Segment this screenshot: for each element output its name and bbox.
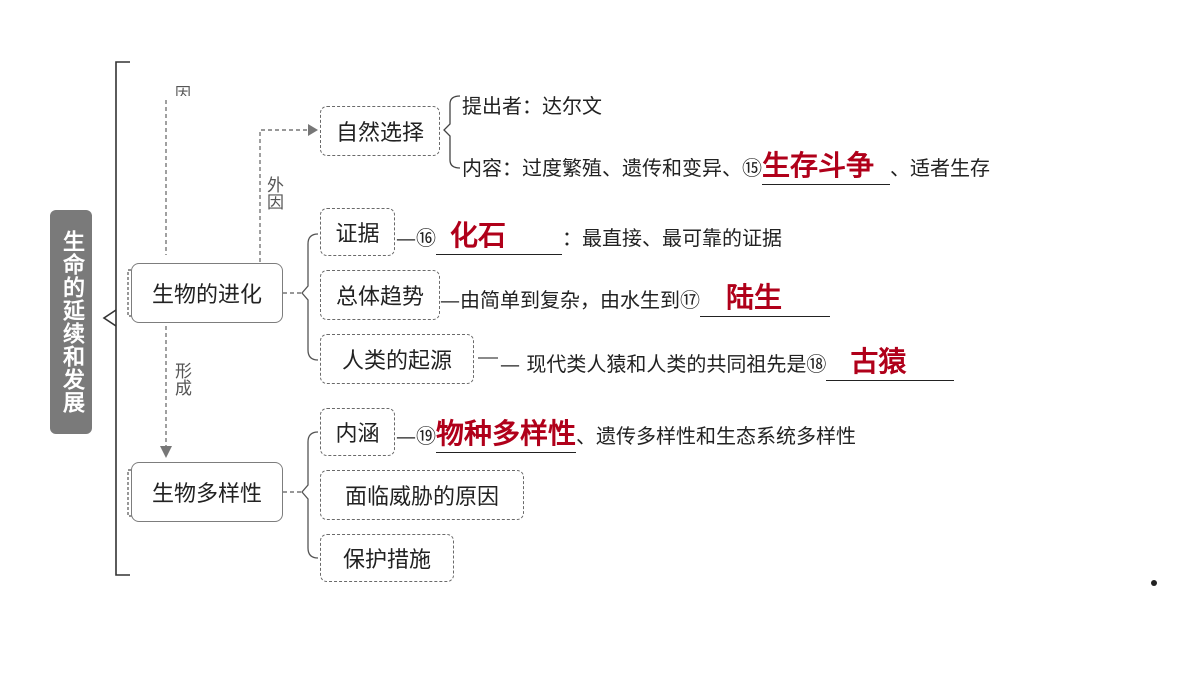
node-connotation: 内涵 [320, 408, 395, 456]
content-suffix: 、适者生存 [890, 156, 990, 180]
formation-label: 形成 [171, 362, 191, 396]
connotation-line: —⑲物种多样性、遗传多样性和生态系统多样性 [396, 412, 856, 453]
node-protection: 保护措施 [320, 534, 454, 582]
answer-16: 化石 [450, 219, 507, 252]
node-threat-causes: 面临威胁的原因 [320, 470, 524, 520]
origin-line: — 现代类人猿和人类的共同祖先是⑱ 古猿 [500, 340, 955, 381]
answer-15: 生存斗争 [762, 144, 890, 185]
node-evolution: 生物的进化 [131, 263, 283, 323]
connotation-suffix: 、遗传多样性和生态系统多样性 [576, 424, 857, 448]
evidence-prefix: —⑯ [396, 226, 436, 250]
evidence-line: —⑯ 化石 ：最直接、最可靠的证据 [396, 214, 782, 255]
node-overall-trend: 总体趋势 [320, 270, 440, 320]
node-diversity: 生物多样性 [131, 462, 283, 522]
top-cut-char: 因 [175, 84, 192, 96]
node-human-origin: 人类的起源 [320, 334, 474, 384]
answer-18: 古猿 [850, 345, 907, 378]
node-natural-selection: 自然选择 [320, 106, 440, 156]
content-prefix: 内容：过度繁殖、遗传和变异、⑮ [462, 156, 762, 180]
node-evidence: 证据 [320, 208, 395, 256]
evidence-suffix: ：最直接、最可靠的证据 [562, 226, 782, 250]
main-title: 生命的延续和发展 [50, 210, 92, 434]
trend-text: —由简单到复杂，由水生到⑰ [440, 288, 700, 312]
proposer-text: 提出者：达尔文 [462, 94, 602, 118]
origin-text: — 现代类人猿和人类的共同祖先是⑱ [500, 352, 827, 376]
outer-cause-label: 外因 [263, 176, 283, 210]
answer-17: 陆生 [726, 281, 783, 314]
connotation-prefix: —⑲ [396, 424, 436, 448]
answer-19: 物种多样性 [436, 412, 577, 453]
content-line: 内容：过度繁殖、遗传和变异、⑮生存斗争、适者生存 [462, 144, 990, 185]
trend-line: —由简单到复杂，由水生到⑰ 陆生 [440, 276, 830, 317]
